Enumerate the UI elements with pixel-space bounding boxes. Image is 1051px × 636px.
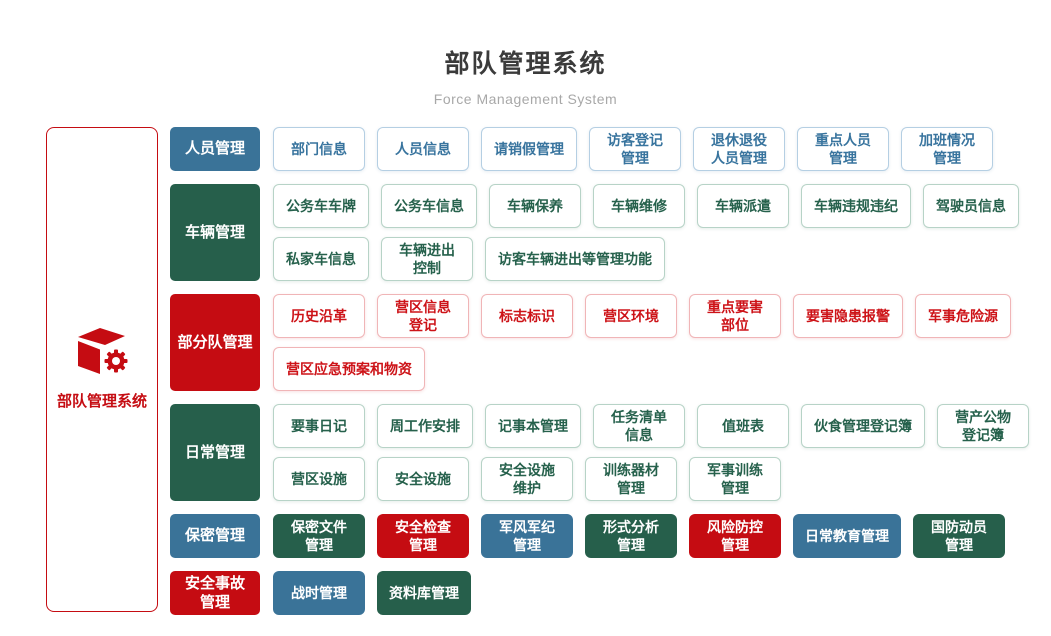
module-item[interactable]: 重点要害 部位 bbox=[689, 294, 781, 338]
module-item[interactable]: 周工作安排 bbox=[377, 404, 473, 448]
module-item[interactable]: 安全设施 bbox=[377, 457, 469, 501]
module-item[interactable]: 资料库管理 bbox=[377, 571, 471, 615]
group-items-personnel: 部门信息人员信息请销假管理访客登记 管理退休退役 人员管理重点人员 管理加班情况… bbox=[273, 127, 993, 171]
module-item[interactable]: 历史沿革 bbox=[273, 294, 365, 338]
module-item[interactable]: 部门信息 bbox=[273, 127, 365, 171]
group-accident: 安全事故 管理战时管理资料库管理 bbox=[170, 571, 1030, 615]
category-button-secrecy[interactable]: 保密管理 bbox=[170, 514, 260, 558]
group-vehicle: 车辆管理公务车车牌公务车信息车辆保养车辆维修车辆派遣车辆违规违纪驾驶员信息私家车… bbox=[170, 184, 1030, 281]
category-button-daily[interactable]: 日常管理 bbox=[170, 404, 260, 501]
module-item[interactable]: 伙食管理登记簿 bbox=[801, 404, 925, 448]
module-item[interactable]: 营区设施 bbox=[273, 457, 365, 501]
category-button-vehicle[interactable]: 车辆管理 bbox=[170, 184, 260, 281]
module-item[interactable]: 私家车信息 bbox=[273, 237, 369, 281]
module-item[interactable]: 请销假管理 bbox=[481, 127, 577, 171]
group-items-vehicle: 公务车车牌公务车信息车辆保养车辆维修车辆派遣车辆违规违纪驾驶员信息私家车信息车辆… bbox=[273, 184, 1019, 281]
module-item[interactable]: 日常教育管理 bbox=[793, 514, 901, 558]
item-row: 保密文件 管理安全检查 管理军风军纪 管理形式分析 管理风险防控 管理日常教育管… bbox=[273, 514, 1005, 558]
page-subtitle: Force Management System bbox=[433, 91, 618, 107]
item-row: 私家车信息车辆进出 控制访客车辆进出等管理功能 bbox=[273, 237, 1019, 281]
groups-container: 人员管理部门信息人员信息请销假管理访客登记 管理退休退役 人员管理重点人员 管理… bbox=[170, 127, 1030, 615]
group-secrecy: 保密管理保密文件 管理安全检查 管理军风军纪 管理形式分析 管理风险防控 管理日… bbox=[170, 514, 1030, 558]
module-item[interactable]: 国防动员 管理 bbox=[913, 514, 1005, 558]
category-button-personnel[interactable]: 人员管理 bbox=[170, 127, 260, 171]
group-daily: 日常管理要事日记周工作安排记事本管理任务清单 信息值班表伙食管理登记簿营产公物 … bbox=[170, 404, 1030, 501]
module-item[interactable]: 重点人员 管理 bbox=[797, 127, 889, 171]
system-root-label: 部队管理系统 bbox=[56, 393, 147, 410]
module-item[interactable]: 车辆维修 bbox=[593, 184, 685, 228]
page-header: 部队管理系统 Force Management System bbox=[0, 44, 1051, 107]
module-item[interactable]: 营区应急预案和物资 bbox=[273, 347, 425, 391]
module-item[interactable]: 军事危险源 bbox=[915, 294, 1011, 338]
module-item[interactable]: 训练器材 管理 bbox=[585, 457, 677, 501]
item-row: 部门信息人员信息请销假管理访客登记 管理退休退役 人员管理重点人员 管理加班情况… bbox=[273, 127, 993, 171]
module-item[interactable]: 值班表 bbox=[697, 404, 789, 448]
item-row: 公务车车牌公务车信息车辆保养车辆维修车辆派遣车辆违规违纪驾驶员信息 bbox=[273, 184, 1019, 228]
module-item[interactable]: 车辆派遣 bbox=[697, 184, 789, 228]
item-row: 营区设施安全设施安全设施 维护训练器材 管理军事训练 管理 bbox=[273, 457, 1029, 501]
module-item[interactable]: 访客登记 管理 bbox=[589, 127, 681, 171]
item-row: 要事日记周工作安排记事本管理任务清单 信息值班表伙食管理登记簿营产公物 登记簿 bbox=[273, 404, 1029, 448]
group-subunit: 部分队管理历史沿革营区信息 登记标志标识营区环境重点要害 部位要害隐患报警军事危… bbox=[170, 294, 1030, 391]
module-item[interactable]: 标志标识 bbox=[481, 294, 573, 338]
group-items-secrecy: 保密文件 管理安全检查 管理军风军纪 管理形式分析 管理风险防控 管理日常教育管… bbox=[273, 514, 1005, 558]
module-item[interactable]: 军事训练 管理 bbox=[689, 457, 781, 501]
module-item[interactable]: 车辆违规违纪 bbox=[801, 184, 911, 228]
item-row: 战时管理资料库管理 bbox=[273, 571, 471, 615]
item-row: 历史沿革营区信息 登记标志标识营区环境重点要害 部位要害隐患报警军事危险源 bbox=[273, 294, 1011, 338]
module-item[interactable]: 车辆进出 控制 bbox=[381, 237, 473, 281]
module-item[interactable]: 营区信息 登记 bbox=[377, 294, 469, 338]
module-item[interactable]: 安全设施 维护 bbox=[481, 457, 573, 501]
category-button-accident[interactable]: 安全事故 管理 bbox=[170, 571, 260, 615]
module-item[interactable]: 营产公物 登记簿 bbox=[937, 404, 1029, 448]
module-item[interactable]: 形式分析 管理 bbox=[585, 514, 677, 558]
item-row: 营区应急预案和物资 bbox=[273, 347, 1011, 391]
module-item[interactable]: 任务清单 信息 bbox=[593, 404, 685, 448]
system-root-node: 部队管理系统 bbox=[46, 127, 158, 612]
module-item[interactable]: 营区环境 bbox=[585, 294, 677, 338]
module-item[interactable]: 要事日记 bbox=[273, 404, 365, 448]
module-item[interactable]: 公务车信息 bbox=[381, 184, 477, 228]
page-title: 部队管理系统 bbox=[444, 50, 607, 78]
group-items-accident: 战时管理资料库管理 bbox=[273, 571, 471, 615]
module-item[interactable]: 记事本管理 bbox=[485, 404, 581, 448]
cube-gear-icon bbox=[78, 328, 131, 376]
module-item[interactable]: 风险防控 管理 bbox=[689, 514, 781, 558]
module-item[interactable]: 访客车辆进出等管理功能 bbox=[485, 237, 665, 281]
module-item[interactable]: 退休退役 人员管理 bbox=[693, 127, 785, 171]
group-personnel: 人员管理部门信息人员信息请销假管理访客登记 管理退休退役 人员管理重点人员 管理… bbox=[170, 127, 1030, 171]
module-item[interactable]: 驾驶员信息 bbox=[923, 184, 1019, 228]
module-item[interactable]: 战时管理 bbox=[273, 571, 365, 615]
category-button-subunit[interactable]: 部分队管理 bbox=[170, 294, 260, 391]
module-item[interactable]: 公务车车牌 bbox=[273, 184, 369, 228]
module-item[interactable]: 保密文件 管理 bbox=[273, 514, 365, 558]
module-item[interactable]: 车辆保养 bbox=[489, 184, 581, 228]
module-item[interactable]: 安全检查 管理 bbox=[377, 514, 469, 558]
group-items-daily: 要事日记周工作安排记事本管理任务清单 信息值班表伙食管理登记簿营产公物 登记簿营… bbox=[273, 404, 1029, 501]
module-item[interactable]: 要害隐患报警 bbox=[793, 294, 903, 338]
module-item[interactable]: 加班情况 管理 bbox=[901, 127, 993, 171]
group-items-subunit: 历史沿革营区信息 登记标志标识营区环境重点要害 部位要害隐患报警军事危险源营区应… bbox=[273, 294, 1011, 391]
module-item[interactable]: 人员信息 bbox=[377, 127, 469, 171]
module-item[interactable]: 军风军纪 管理 bbox=[481, 514, 573, 558]
